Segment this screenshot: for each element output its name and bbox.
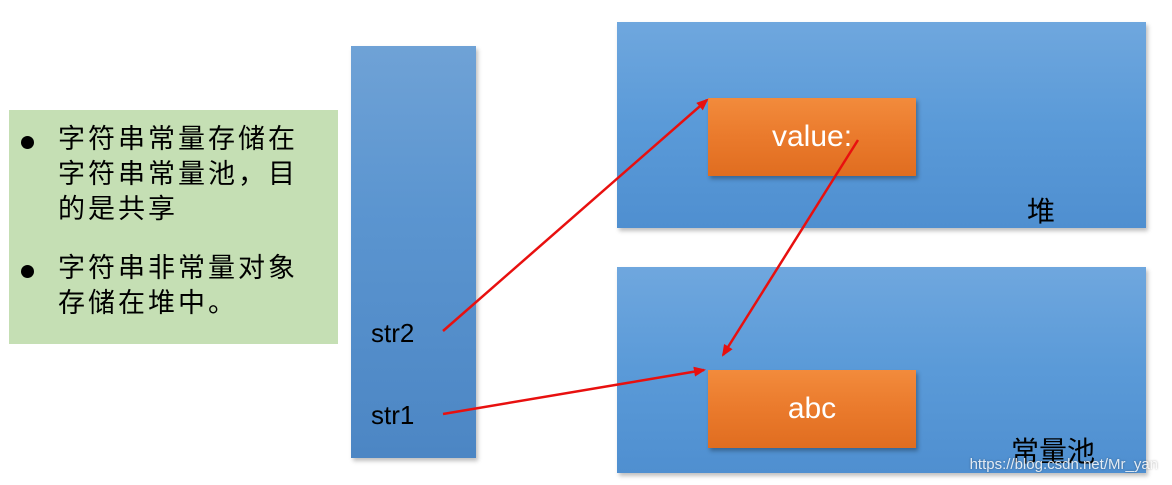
heap-value-box: value: [708,98,916,176]
constant-pool-label: 常量池 [1011,435,1096,468]
pool-abc-box: abc [708,370,916,448]
stack-var-str2: str2 [371,318,415,348]
stack-var-str1: str1 [371,400,415,430]
heap-label: 堆 [1027,195,1056,228]
explanation-note: 字符串常量存储在 字符串常量池，目 的是共享 字符串非常量对象 存储在堆中。 [9,110,338,344]
note-item-nonconstant: 字符串非常量对象 存储在堆中。 [21,251,328,321]
note-text-constant: 字符串常量存储在 字符串常量池，目 的是共享 [58,124,298,225]
watermark: https://blog.csdn.net/Mr_yan [969,456,1158,473]
note-item-constant: 字符串常量存储在 字符串常量池，目 的是共享 [21,122,328,227]
bullet-icon [21,136,34,149]
stack-area [351,46,476,458]
note-text-nonconstant: 字符串非常量对象 存储在堆中。 [58,253,298,319]
bullet-icon [21,265,34,278]
